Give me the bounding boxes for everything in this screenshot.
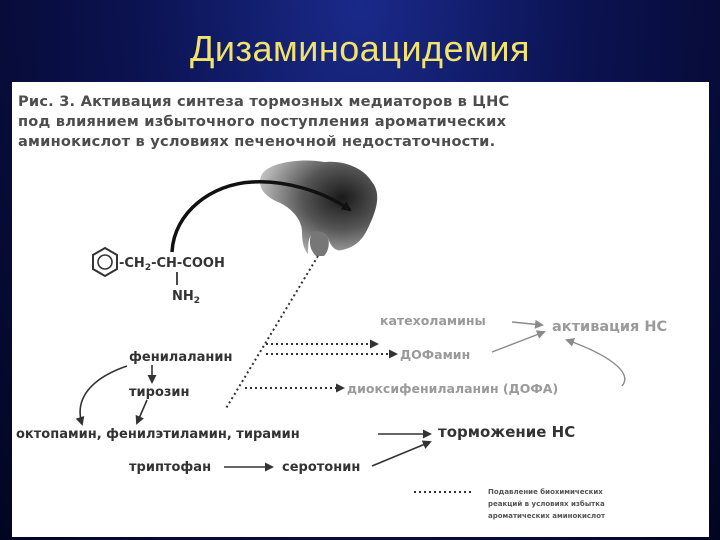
label-dopamine: ДОФамин [400,347,470,362]
label-tyrosine: тирозин [129,385,190,400]
label-phenylalanine: фенилаланин [129,350,232,365]
label-ns-activation: активация НС [552,319,667,335]
label-serotonin: серотонин [282,460,360,475]
caption-line-2: под влиянием избыточного поступления аро… [18,113,507,130]
curved-arrow-to-brain [170,180,352,253]
label-ns-inhibition: торможение НС [438,423,575,441]
caption-line-1: Рис. 3. Активация синтеза тормозных меди… [18,93,510,110]
arrow-dopamine-activation [491,330,546,353]
legend-line-1: Подавление биохимических [488,488,603,496]
slide-title: Дизаминоацидемия [190,28,530,69]
label-catecholamines: катехоламины [380,313,486,328]
legend-line-3: ароматических аминокислот [488,512,606,520]
figure-caption: Рис. 3. Активация синтеза тормозных меди… [18,92,698,152]
arrow-serotonin-inhibition [371,440,432,467]
arrow-dopa-activation [565,338,626,387]
figure-panel: Рис. 3. Активация синтеза тормозных меди… [12,82,709,537]
pathway-diagram: -CH2-CH-COOH NH2 фенилаланин тирозин окт… [16,160,667,520]
arrow-catecholamines-activation [511,319,544,329]
benzene-ring-icon [92,246,118,278]
label-dopa: диоксифенилаланин (ДОФА) [347,381,558,396]
arrow-phe-amines [75,365,128,426]
arrow-tyr-amines [135,399,148,425]
formula-chain: -CH2-CH-COOH [119,256,225,273]
dotted-inhibition-line [224,255,319,411]
brainstem-shape [309,231,329,256]
legend-line-2: реакций в условиях избытка [488,500,605,508]
label-amines: октопамин, фенилэтиламин, тирамин [16,427,300,442]
label-tryptophan: триптофан [129,460,211,475]
caption-line-3: аминокислот в условиях печеночной недост… [18,133,496,150]
formula-amine: NH2 [172,289,200,306]
